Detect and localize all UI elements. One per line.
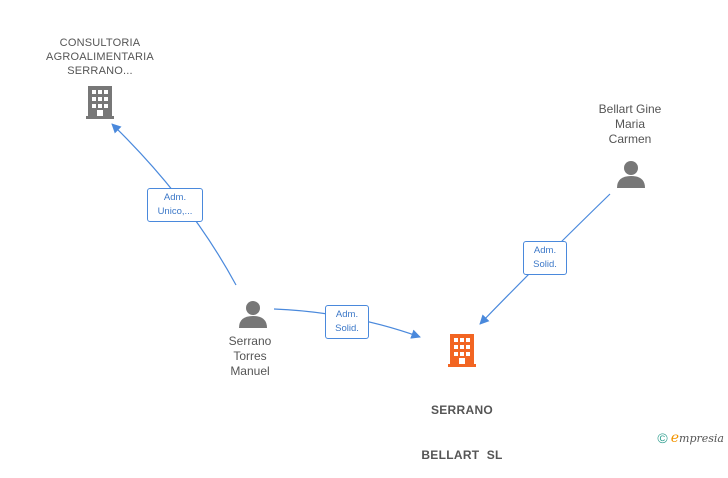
edge-label-line: Adm. xyxy=(335,309,359,320)
person-icon xyxy=(617,161,645,188)
edge-label-e1[interactable]: Adm. Unico,... xyxy=(147,188,203,222)
node-label-serrano-bellart[interactable]: SERRANO BELLART SL xyxy=(400,373,524,478)
building-icon xyxy=(86,86,114,119)
node-label-bellart-gine[interactable]: Bellart Gine Maria Carmen xyxy=(580,102,680,147)
edge-label-line: Adm. xyxy=(533,245,557,256)
label-line: AGROALIMENTARIA xyxy=(46,51,154,63)
label-line: Bellart Gine xyxy=(598,102,662,116)
label-line: SERRANO xyxy=(430,403,494,417)
relationship-graph xyxy=(86,86,645,367)
edge-label-e3[interactable]: Adm. Solid. xyxy=(523,241,567,275)
label-line: Torres xyxy=(233,349,267,363)
label-line: Serrano xyxy=(228,334,272,348)
node-label-serrano-torres[interactable]: Serrano Torres Manuel xyxy=(205,334,295,379)
label-line: CONSULTORIA xyxy=(59,37,141,49)
edge-label-line: Solid. xyxy=(533,259,557,270)
brand-rest: mpresia xyxy=(679,432,724,445)
person-icon xyxy=(239,301,267,328)
edge-label-line: Adm. xyxy=(163,192,187,203)
node-label-consultoria[interactable]: CONSULTORIA AGROALIMENTARIA SERRANO... xyxy=(30,36,170,78)
edge-label-e2[interactable]: Adm. Solid. xyxy=(325,305,369,339)
label-line: Maria xyxy=(614,117,645,131)
brand-initial: e xyxy=(670,430,680,446)
label-line: Carmen xyxy=(608,132,652,146)
footer-brand: © empresia xyxy=(657,430,724,446)
main-building-icon xyxy=(448,334,476,367)
edge-label-line: Unico,... xyxy=(157,206,193,217)
label-line: Manuel xyxy=(230,364,270,378)
copyright-icon: © xyxy=(657,430,668,446)
brand-logo[interactable]: empresia xyxy=(670,430,724,446)
edge-label-line: Solid. xyxy=(335,323,359,334)
label-line: BELLART SL xyxy=(421,448,503,462)
label-line: SERRANO... xyxy=(67,65,133,77)
